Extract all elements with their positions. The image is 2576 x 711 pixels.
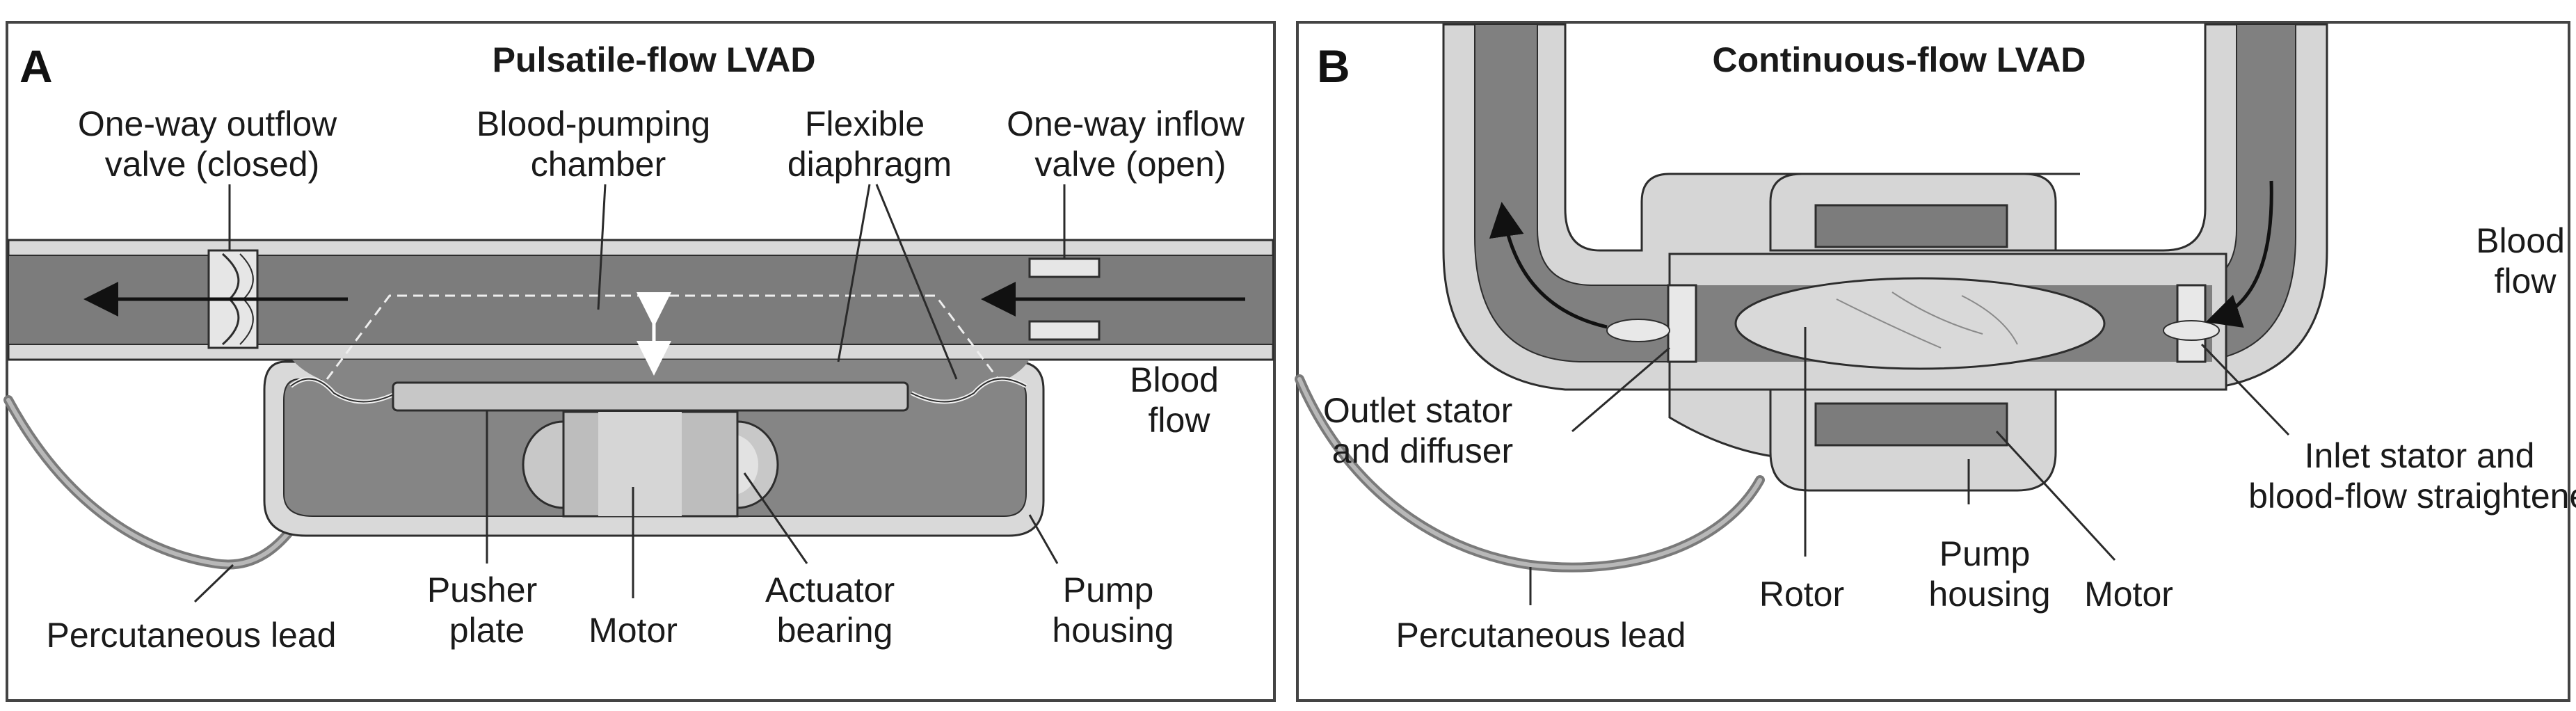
- label-inflow-valve: One-way inflow valve (open): [1007, 104, 1254, 184]
- pusher-plate: [392, 381, 909, 412]
- outflow-arrow-b: [1489, 202, 1608, 329]
- label-outlet-stator: Outlet stator and diffuser: [1323, 391, 1522, 470]
- label-blood-flow-b: Blood flow: [2476, 221, 2575, 301]
- label-motor-b: Motor: [2084, 575, 2173, 614]
- label-pusher-plate: Pusher plate: [427, 570, 547, 650]
- rotor: [1734, 277, 2106, 370]
- label-percutaneous-lead-a: Percutaneous lead: [47, 616, 337, 655]
- label-percutaneous-lead-b: Percutaneous lead: [1396, 616, 1686, 655]
- label-pump-housing-a: Pump housing: [1052, 570, 1174, 650]
- panel-a-title: Pulsatile-flow LVAD: [493, 40, 816, 79]
- label-inlet-stator: Inlet stator and blood-flow straightener: [2248, 436, 2576, 516]
- panel-b: B Continuous-flow LVAD Blood flow Outlet…: [1295, 21, 2576, 702]
- panel-b-title: Continuous-flow LVAD: [1713, 40, 2086, 79]
- motor-assembly: [522, 410, 779, 518]
- inflow-arrow-b: [2205, 180, 2273, 328]
- label-pump-housing-b: Pump housing: [1928, 534, 2050, 614]
- label-blood-flow-a: Blood flow: [1130, 360, 1229, 440]
- panel-a: A Pulsatile-flow LVAD One-way outflow va…: [3, 21, 1276, 702]
- outlet-stator: [1667, 284, 1697, 363]
- label-rotor: Rotor: [1759, 575, 1844, 614]
- label-blood-pumping-chamber: Blood-pumping chamber: [477, 104, 720, 184]
- label-motor-a: Motor: [589, 611, 678, 650]
- label-actuator-bearing: Actuator bearing: [765, 570, 904, 650]
- inflow-valve: [1028, 257, 1101, 341]
- label-outflow-valve: One-way outflow valve (closed): [78, 104, 346, 184]
- label-flexible-diaphragm: Flexible diaphragm: [787, 104, 952, 184]
- panel-a-letter: A: [19, 40, 53, 92]
- panel-b-letter: B: [1317, 40, 1350, 92]
- motor-top: [1814, 204, 2008, 248]
- motor-bottom: [1814, 402, 2008, 447]
